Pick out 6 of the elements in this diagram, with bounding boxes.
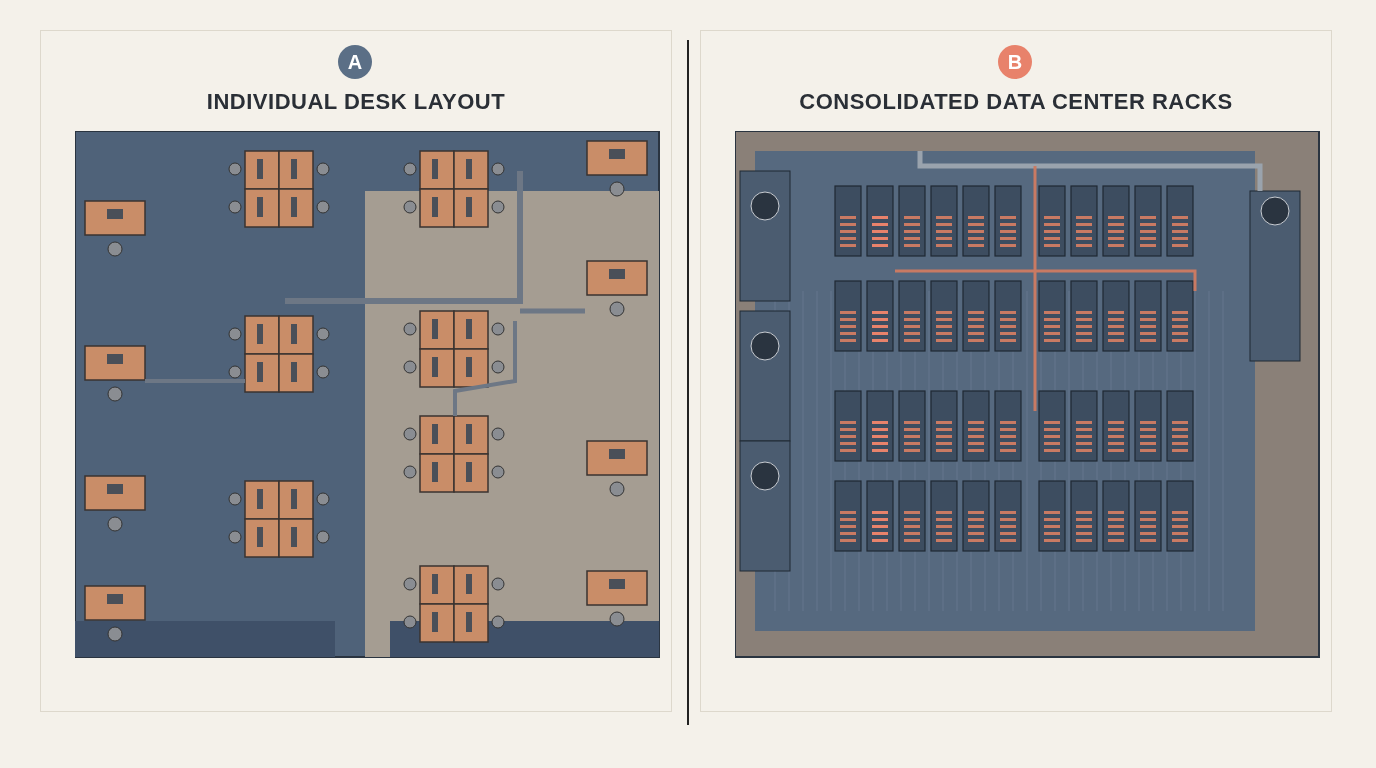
- panel-heading: CONSOLIDATED DATA CENTER RACKS: [798, 89, 1234, 115]
- panel-letter-badge: B: [998, 45, 1032, 79]
- floor-plan-panel: [40, 30, 672, 712]
- floor-plan-panel: [700, 30, 1332, 712]
- panel-letter-badge: A: [338, 45, 372, 79]
- panel-heading: INDIVIDUAL DESK LAYOUT: [205, 89, 507, 115]
